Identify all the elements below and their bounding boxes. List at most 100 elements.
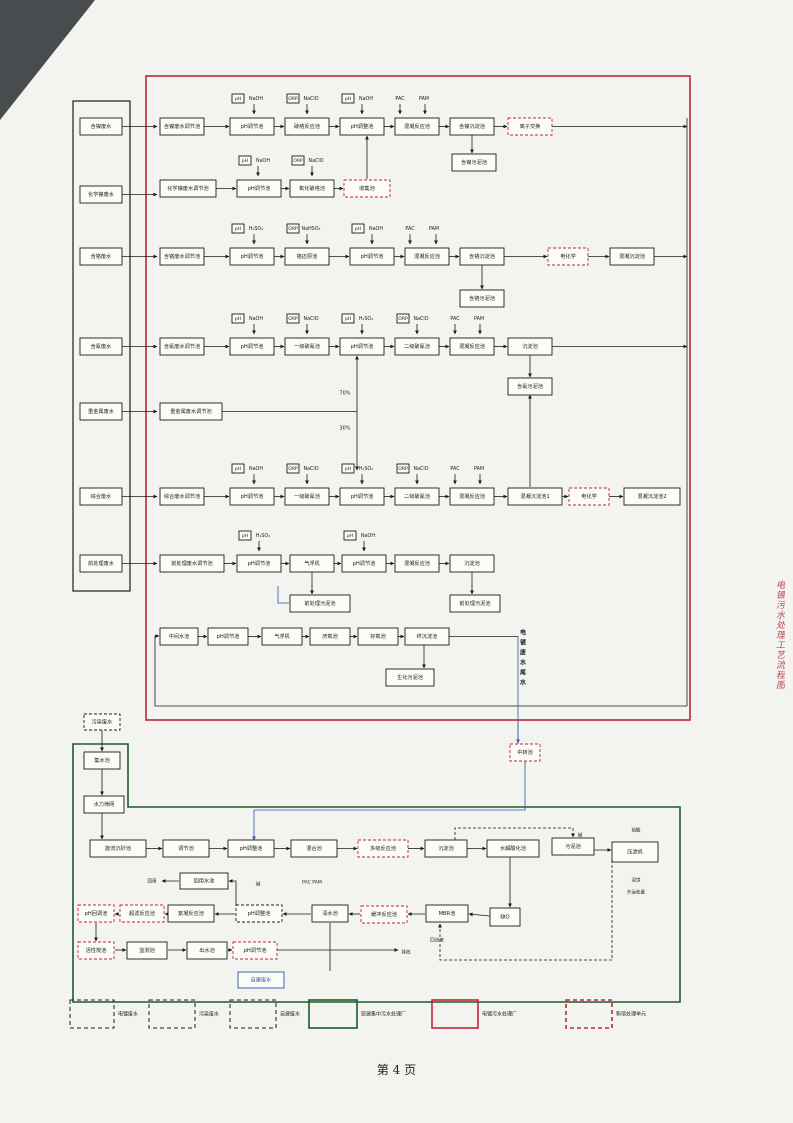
row-cyanide-ind-0-label: pH: [235, 316, 241, 322]
row-cyanide-ind-0: [231, 313, 245, 324]
row-pretreat-box-3-label: pH调节池: [353, 559, 376, 567]
row-nickel-box-5-label: 含镍沉淀池: [459, 122, 485, 130]
row-pretreat-box-5-label: 沉淀池: [464, 559, 480, 567]
legend-swatch-1: [148, 999, 196, 1029]
lower-buffer-label: 缓冲反应池: [371, 910, 397, 918]
row-chrome-ind-0: [231, 223, 245, 234]
row-cyanide-ind-1-label: ORP: [288, 316, 298, 322]
lower-return-dashed: [438, 860, 613, 961]
row-chemnickel-ind-1-label: ORP: [293, 158, 303, 164]
lower-buffer: [360, 905, 408, 924]
row-chemnickel-box-1-label: pH调节池: [248, 184, 271, 192]
row-chrome-chem-0: H₂SO₄: [249, 226, 263, 232]
page-number: 第 4 页: [376, 1063, 417, 1077]
lower-mbr-label: MBR池: [439, 909, 456, 917]
row-chemnickel-ind-0-label: pH: [242, 158, 248, 164]
lower-outlet: [186, 941, 228, 960]
row-nickel-ind-0-label: pH: [235, 96, 241, 102]
row-chrome-electrochem: [547, 247, 589, 266]
lower-small-cake: 泥饼: [632, 877, 641, 884]
row-chrome-ind-1: [286, 223, 300, 234]
row-chrome-box-5-label: 含铬沉淀池: [469, 252, 495, 260]
row-mixed-ind-3-label: ORP: [398, 466, 408, 472]
source-column-frame: [72, 100, 131, 592]
row-cyanide-box-2-label: 一级破氰池: [294, 342, 320, 350]
scan-shadow-corner: [0, 0, 95, 120]
lower-filter-press-label: 压滤机: [627, 848, 643, 856]
row-pretreat-box-2-label: 气浮机: [304, 559, 320, 567]
row-mixed-box-3-label: pH调节池: [351, 492, 374, 500]
row-mixed-ind-1: [286, 463, 300, 474]
row-bio-box-3-label: 厌氧池: [322, 632, 338, 640]
row-mixed-ind-3: [396, 463, 410, 474]
row-nickel-ind-1: [286, 93, 300, 104]
row-chrome-chem-2: NaOH: [369, 226, 383, 232]
row-bio-box-1-label: pH调节池: [217, 632, 240, 640]
lower-filter-press: [611, 841, 659, 863]
row-pretreat-ind-0-label: pH: [242, 533, 248, 539]
lower-small-return: 回流液: [430, 937, 444, 944]
row-chemnickel-ind-1: [291, 155, 305, 166]
row-mixed-chem-1: NaClO: [304, 466, 319, 472]
legend-label-4: 电镀污水处理厂: [482, 1011, 517, 1018]
row-chrome-sludge-label: 含铬污泥池: [469, 294, 495, 302]
row-cyanide-box-1-label: pH调节池: [241, 342, 264, 350]
lower-upper-box-5-label: 沉淀池: [438, 844, 454, 852]
row-mixed-settling2-label: 混凝沉淀池2: [637, 492, 666, 500]
row-cyanide-chem-0: NaOH: [249, 316, 263, 322]
row-mixed-box-1-label: pH调节池: [241, 492, 264, 500]
lower-screen: [83, 795, 125, 814]
row-chrome-ind-2: [351, 223, 365, 234]
row-mixed-settling2: [623, 487, 681, 506]
row-nickel-box-3-label: pH调整池: [351, 122, 374, 130]
lower-small-acid: 硫酸: [632, 827, 641, 834]
legend-swatch-2: [229, 999, 277, 1029]
row-chemnickel-chem-0: NaOH: [256, 158, 270, 164]
row-cyanide-box-4-label: 二级破氰池: [404, 342, 430, 350]
row-chrome-box-2-label: 铬还原池: [297, 252, 318, 260]
lower-anoxic-to-mbr: [468, 912, 491, 917]
legend-swatch-4: [431, 999, 479, 1029]
row-chrome-ind-1-label: ORP: [288, 226, 298, 232]
row-chrome-electrochem-label: 电化学: [560, 252, 576, 260]
lower-carbon-label: 活性炭池: [86, 946, 107, 954]
legend-label-1: 污染废水: [199, 1011, 219, 1018]
lower-small-discharge: 排放: [402, 949, 411, 956]
row-nickel-sludge-label: 含镍污泥池: [461, 158, 487, 166]
lower-anoxic: [489, 907, 521, 927]
row-pretreat-sludge2-label: 前处理污泥池: [459, 599, 490, 607]
row-nickel-box-4-label: 混凝反应池: [404, 122, 430, 130]
lower-reuse-pool: [179, 872, 229, 890]
row-chrome-box-0-label: 含铬废水调节池: [164, 252, 200, 260]
row-cyanide-ind-3: [396, 313, 410, 324]
row-pretreat-ind-1-label: pH: [347, 533, 353, 539]
lower-clear-pool-label: 清水池: [322, 909, 338, 917]
row-nickel-chem-0: NaOH: [249, 96, 263, 102]
row-mixed-box-2-label: 一级破氰池: [294, 492, 320, 500]
row-mixed-ind-2-label: pH: [345, 466, 351, 472]
lower-floc-label: 絮凝反应池: [178, 909, 204, 917]
row-bio-sludge-label: 生化污泥池: [397, 673, 423, 681]
lower-carbon: [77, 941, 115, 960]
split-upper-label: 70%: [339, 391, 350, 397]
row-nickel-sludge: [451, 153, 497, 172]
tail-label-char-0: 电: [520, 629, 526, 637]
row-chrome-sludge: [459, 289, 505, 308]
tail-label-char-1: 镀: [520, 639, 527, 647]
row-chrome-settling-label: 混凝沉淀池: [619, 252, 645, 260]
row-cyanide-ind-2: [341, 313, 355, 324]
lower-small-alkali: 碱: [578, 832, 583, 839]
lower-reuse-pool-label: 回用水池: [194, 877, 215, 885]
row-cyanide-ind-1: [286, 313, 300, 324]
row-nickel-box-0-label: 含镍废水调节池: [164, 122, 200, 130]
source-box-2-label: 含铬废水: [91, 252, 113, 260]
lower-to-reuse: [228, 879, 237, 906]
lower-mbr: [425, 904, 469, 923]
lower-sludge-pool-label: 污泥池: [565, 842, 581, 850]
lower-monitor-label: 监测池: [139, 946, 155, 954]
lower-upper-box-6: [486, 839, 540, 858]
row-mixed-box-5-label: 混凝反应池: [459, 492, 485, 500]
lower-small-dispose: 外运处置: [627, 889, 645, 896]
legend-swatch-5: [565, 999, 613, 1029]
row-mixed-ind-2: [341, 463, 355, 474]
